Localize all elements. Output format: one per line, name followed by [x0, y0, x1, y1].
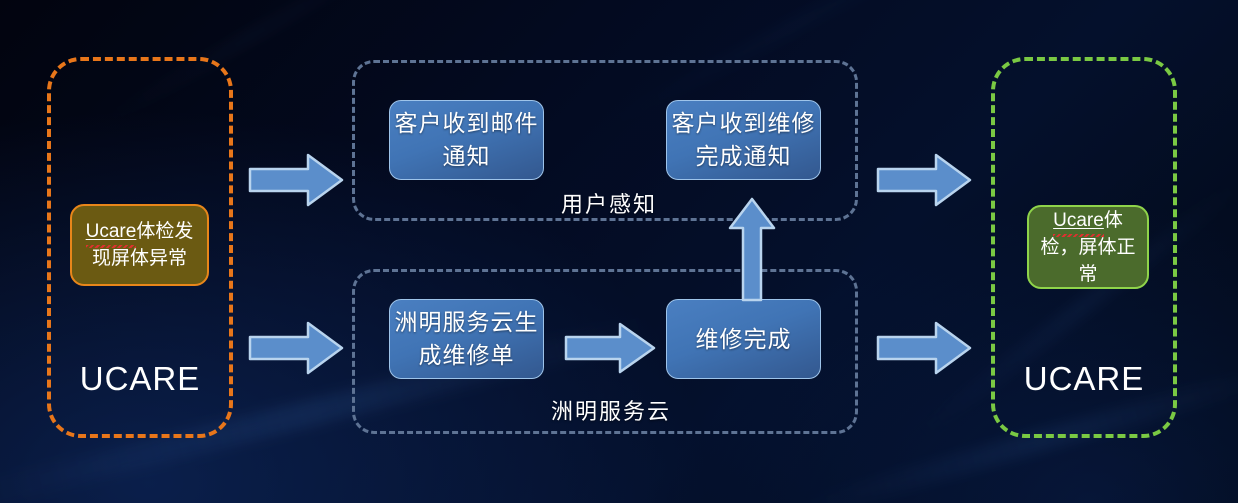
right-ucare-panel: [991, 57, 1177, 438]
ucare-label: Ucare: [85, 221, 137, 242]
arrow-right-icon: [876, 320, 972, 376]
status-box-abnormal-text: 体检发现屏体异常: [91, 221, 194, 269]
arrow-right-icon: [564, 321, 656, 375]
process-box-repair-complete-notice: 客户收到维修完成通知: [666, 100, 821, 180]
arrow-right-icon: [876, 152, 972, 208]
process-box-create-work-order: 洲明服务云生成维修单: [389, 299, 544, 379]
process-box-email-notice: 客户收到邮件通知: [389, 100, 544, 180]
service-cloud-label: 洲明服务云: [551, 399, 672, 424]
ucare-label: Ucare: [1053, 209, 1104, 231]
status-box-abnormal: Ucare体检发现屏体异常: [70, 204, 209, 286]
user-perception-group: [352, 60, 858, 221]
status-box-normal-text: 体检，屏体正常: [1040, 209, 1136, 285]
left-ucare-panel: [47, 57, 233, 438]
arrow-right-icon: [248, 320, 344, 376]
right-panel-caption: UCARE: [1023, 360, 1145, 397]
arrow-up-icon: [727, 196, 777, 302]
user-perception-label: 用户感知: [561, 192, 658, 217]
left-panel-caption: UCARE: [79, 360, 201, 397]
process-box-repair-done: 维修完成: [666, 299, 821, 379]
arrow-right-icon: [248, 152, 344, 208]
service-cloud-group: [352, 269, 858, 434]
status-box-normal: Ucare体检，屏体正常: [1027, 205, 1149, 289]
